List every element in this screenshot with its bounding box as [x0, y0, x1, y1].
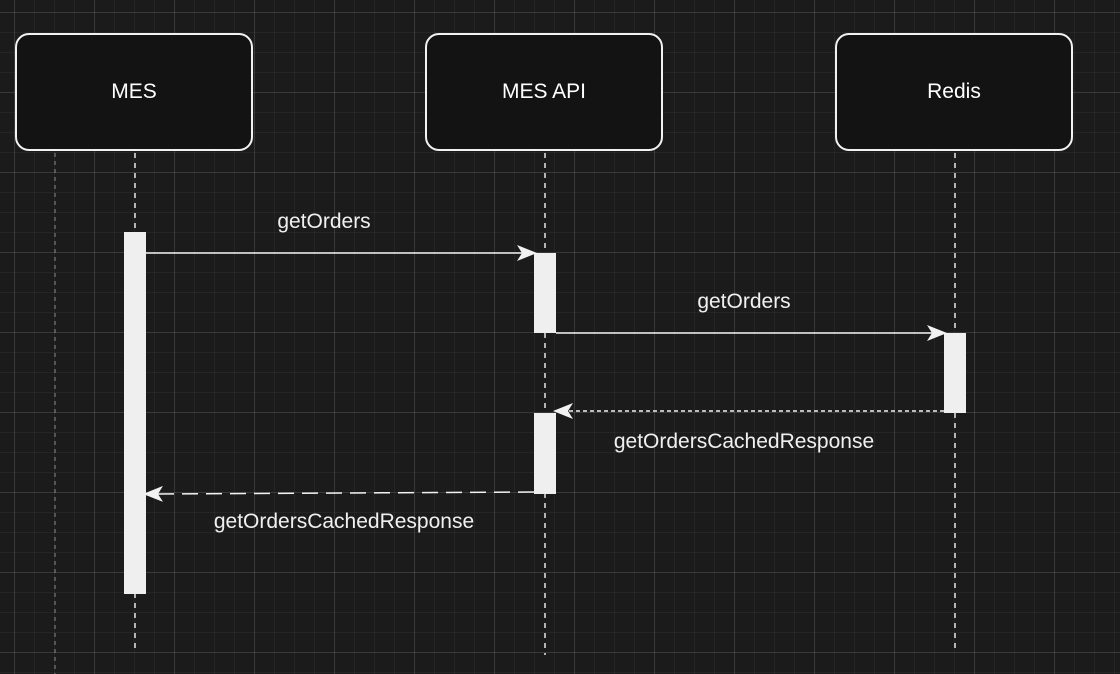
participant-mes-api-label: MES API [501, 80, 587, 103]
message-label-cachedresponse-redis-to-api: getOrdersCachedResponse [613, 430, 875, 453]
participant-redis-label: Redis [927, 80, 981, 103]
message-label-cachedresponse-api-to-mes: getOrdersCachedResponse [213, 510, 475, 533]
message-label-getorders-api-to-redis: getOrders [697, 290, 791, 313]
participant-mes-api[interactable]: MES API [425, 33, 663, 151]
participant-mes[interactable]: MES [15, 33, 253, 151]
participant-mes-label: MES [111, 80, 157, 103]
message-arrow-cachedresponse-api-to-mes [143, 485, 535, 502]
message-label-getorders-mes-to-api: getOrders [277, 210, 371, 233]
activation-bar-redis [944, 333, 966, 413]
activation-bar-mes-api-request [534, 253, 556, 333]
activation-bar-mes-api-response [534, 413, 556, 494]
activation-bar-mes [124, 232, 146, 594]
participant-redis[interactable]: Redis [835, 33, 1073, 151]
